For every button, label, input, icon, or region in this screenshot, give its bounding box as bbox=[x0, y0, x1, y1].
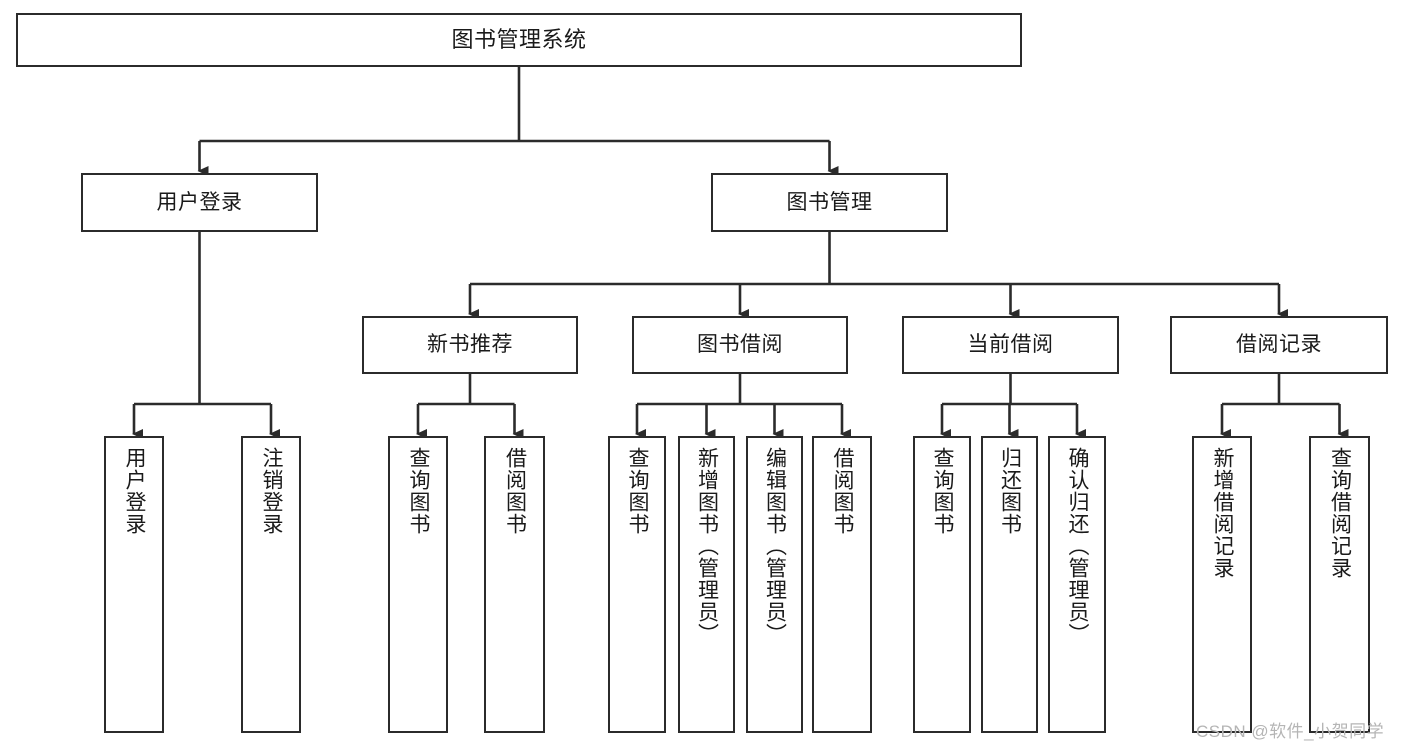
node-label: 新增图书（管理员） bbox=[695, 447, 719, 645]
node-leaf-bor-1[interactable]: 查询图书 bbox=[608, 436, 666, 733]
node-label: 注销登录 bbox=[260, 447, 284, 535]
node-leaf-bor-3[interactable]: 编辑图书（管理员） bbox=[746, 436, 803, 733]
node-label: 借阅图书 bbox=[831, 447, 855, 535]
node-label: 查询借阅记录 bbox=[1328, 447, 1352, 579]
node-leaf-login-2[interactable]: 注销登录 bbox=[241, 436, 301, 733]
node-leaf-cur-1[interactable]: 查询图书 bbox=[913, 436, 971, 733]
node-records[interactable]: 借阅记录 bbox=[1170, 316, 1388, 374]
node-label: 图书借阅 bbox=[697, 333, 783, 357]
node-leaf-new-1[interactable]: 查询图书 bbox=[388, 436, 448, 733]
node-label: 归还图书 bbox=[998, 447, 1022, 535]
node-label: 图书管理系统 bbox=[451, 26, 587, 52]
node-label: 确认归还（管理员） bbox=[1066, 447, 1090, 645]
node-login[interactable]: 用户登录 bbox=[81, 173, 318, 232]
node-label: 借阅图书 bbox=[503, 447, 527, 535]
node-label: 用户登录 bbox=[123, 447, 147, 535]
node-label: 当前借阅 bbox=[967, 333, 1054, 357]
node-leaf-cur-3[interactable]: 确认归还（管理员） bbox=[1048, 436, 1106, 733]
node-borrow[interactable]: 图书借阅 bbox=[632, 316, 848, 374]
node-label: 图书管理 bbox=[786, 190, 873, 214]
node-label: 查询图书 bbox=[931, 447, 955, 535]
node-bookmgmt[interactable]: 图书管理 bbox=[711, 173, 948, 232]
node-leaf-new-2[interactable]: 借阅图书 bbox=[484, 436, 545, 733]
node-leaf-login-1[interactable]: 用户登录 bbox=[104, 436, 164, 733]
node-leaf-rec-1[interactable]: 新增借阅记录 bbox=[1192, 436, 1252, 733]
node-newbook[interactable]: 新书推荐 bbox=[362, 316, 578, 374]
node-leaf-rec-2[interactable]: 查询借阅记录 bbox=[1309, 436, 1370, 733]
node-label: 编辑图书（管理员） bbox=[763, 447, 787, 645]
node-label: 查询图书 bbox=[626, 447, 650, 535]
csdn-watermark: CSDN @软件_小贺同学 bbox=[1196, 722, 1385, 741]
node-label: 新增借阅记录 bbox=[1211, 447, 1235, 579]
node-label: 新书推荐 bbox=[427, 333, 513, 357]
node-current[interactable]: 当前借阅 bbox=[902, 316, 1119, 374]
node-root[interactable]: 图书管理系统 bbox=[16, 13, 1022, 67]
node-leaf-bor-4[interactable]: 借阅图书 bbox=[812, 436, 872, 733]
node-label: 用户登录 bbox=[156, 190, 243, 214]
node-label: 借阅记录 bbox=[1236, 333, 1322, 357]
node-leaf-cur-2[interactable]: 归还图书 bbox=[981, 436, 1038, 733]
node-leaf-bor-2[interactable]: 新增图书（管理员） bbox=[678, 436, 735, 733]
node-label: 查询图书 bbox=[407, 447, 431, 535]
